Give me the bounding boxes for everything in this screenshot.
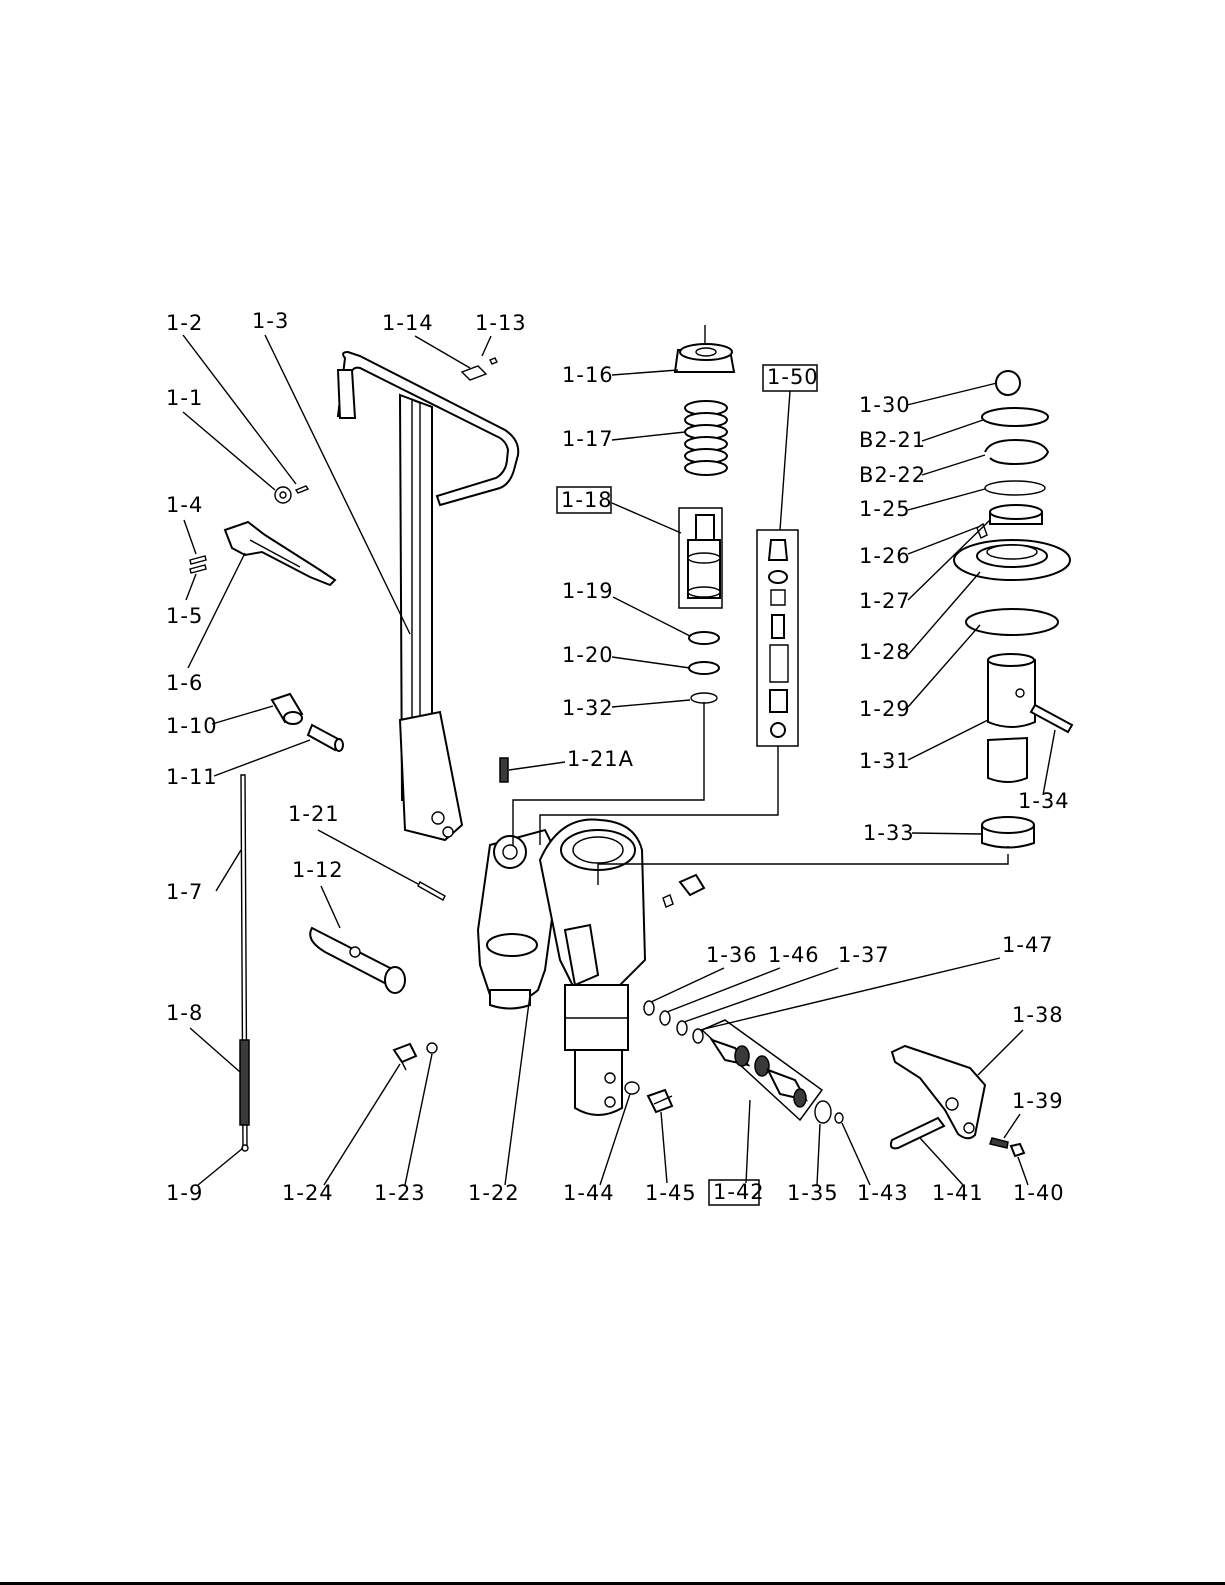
label-1-20: 1-20 — [562, 643, 614, 667]
ring-1-37 — [677, 1021, 687, 1035]
label-1-45: 1-45 — [645, 1181, 697, 1205]
label-1-16: 1-16 — [562, 363, 614, 387]
label-1-43: 1-43 — [857, 1181, 909, 1205]
seal-1-19 — [689, 632, 719, 644]
nut-and-pin — [275, 486, 308, 503]
label-1-32: 1-32 — [562, 696, 614, 720]
washer-1-44 — [625, 1082, 639, 1094]
bleed-screw — [500, 758, 508, 782]
pump-piston-group — [679, 508, 722, 608]
label-1-5: 1-5 — [166, 604, 203, 628]
seal-1-20 — [689, 662, 719, 674]
label-1-17: 1-17 — [562, 427, 614, 451]
label-1-42: 1-42 — [713, 1180, 765, 1204]
label-1-3: 1-3 — [252, 309, 289, 333]
label-1-4: 1-4 — [166, 493, 203, 517]
label-1-11: 1-11 — [166, 765, 218, 789]
top-seal — [675, 325, 734, 372]
label-1-31: 1-31 — [859, 749, 911, 773]
label-1-39: 1-39 — [1012, 1089, 1064, 1113]
label-1-26: 1-26 — [859, 544, 911, 568]
ring-b2-21 — [982, 408, 1048, 426]
label-1-21A: 1-21A — [567, 747, 634, 771]
ring-1-29 — [966, 609, 1058, 635]
ring-1-35 — [815, 1101, 831, 1123]
valve-cartridge-group — [702, 1020, 822, 1120]
label-1-24: 1-24 — [282, 1181, 334, 1205]
control-lever — [225, 522, 335, 585]
release-valve-kit — [757, 530, 798, 746]
label-1-41: 1-41 — [932, 1181, 984, 1205]
label-1-22: 1-22 — [468, 1181, 520, 1205]
nut-1-40 — [1011, 1144, 1024, 1156]
spring-pin — [418, 882, 445, 900]
label-1-34: 1-34 — [1018, 789, 1070, 813]
label-1-9: 1-9 — [166, 1181, 203, 1205]
roller-pin — [310, 928, 405, 993]
bolt-1-39 — [990, 1138, 1008, 1148]
label-b2-22: B2-22 — [859, 463, 926, 487]
label-1-37: 1-37 — [838, 943, 890, 967]
label-b2-21: B2-21 — [859, 428, 926, 452]
label-1-36: 1-36 — [706, 943, 758, 967]
label-1-47: 1-47 — [1002, 933, 1054, 957]
label-1-50: 1-50 — [767, 365, 819, 389]
label-1-12: 1-12 — [292, 858, 344, 882]
clip-parts — [462, 358, 497, 380]
pin-1-34 — [1031, 705, 1072, 732]
cylinder-1-31 — [988, 654, 1035, 782]
label-1-30: 1-30 — [859, 393, 911, 417]
cylinder-flange — [954, 540, 1070, 580]
handle-assembly — [338, 352, 518, 840]
label-1-27: 1-27 — [859, 589, 911, 613]
o-ring-1-25 — [985, 481, 1045, 495]
plug-1-45 — [648, 1090, 672, 1112]
label-1-23: 1-23 — [374, 1181, 426, 1205]
small-pins — [190, 556, 206, 573]
label-1-44: 1-44 — [563, 1181, 615, 1205]
ring-1-43 — [835, 1113, 843, 1123]
push-rod — [240, 775, 249, 1151]
label-1-6: 1-6 — [166, 671, 203, 695]
label-1-38: 1-38 — [1012, 1003, 1064, 1027]
return-spring — [685, 401, 727, 475]
ring-b2-22 — [985, 440, 1048, 464]
ball-1-30 — [996, 371, 1020, 395]
o-ring-1-32 — [691, 693, 717, 703]
ring-1-46 — [660, 1011, 670, 1025]
label-1-40: 1-40 — [1013, 1181, 1065, 1205]
plug-and-washer — [394, 1043, 437, 1070]
label-1-10: 1-10 — [166, 714, 218, 738]
label-1-28: 1-28 — [859, 640, 911, 664]
ring-1-47 — [693, 1029, 703, 1043]
seal-1-26 — [990, 505, 1042, 524]
label-1-2: 1-2 — [166, 311, 203, 335]
label-1-29: 1-29 — [859, 697, 911, 721]
bushing-and-axle — [272, 694, 343, 751]
label-1-21: 1-21 — [288, 802, 340, 826]
base-seal-1-33 — [982, 817, 1034, 848]
label-1-33: 1-33 — [863, 821, 915, 845]
label-1-1: 1-1 — [166, 386, 203, 410]
label-1-19: 1-19 — [562, 579, 614, 603]
pin-1-41 — [891, 1118, 944, 1148]
label-1-13: 1-13 — [475, 311, 527, 335]
label-1-14: 1-14 — [382, 311, 434, 335]
label-1-35: 1-35 — [787, 1181, 839, 1205]
label-1-8: 1-8 — [166, 1001, 203, 1025]
label-1-18: 1-18 — [561, 488, 613, 512]
ring-1-36 — [644, 1001, 654, 1015]
body-fittings — [663, 875, 704, 907]
label-1-46: 1-46 — [768, 943, 820, 967]
label-1-25: 1-25 — [859, 497, 911, 521]
label-1-7: 1-7 — [166, 880, 203, 904]
